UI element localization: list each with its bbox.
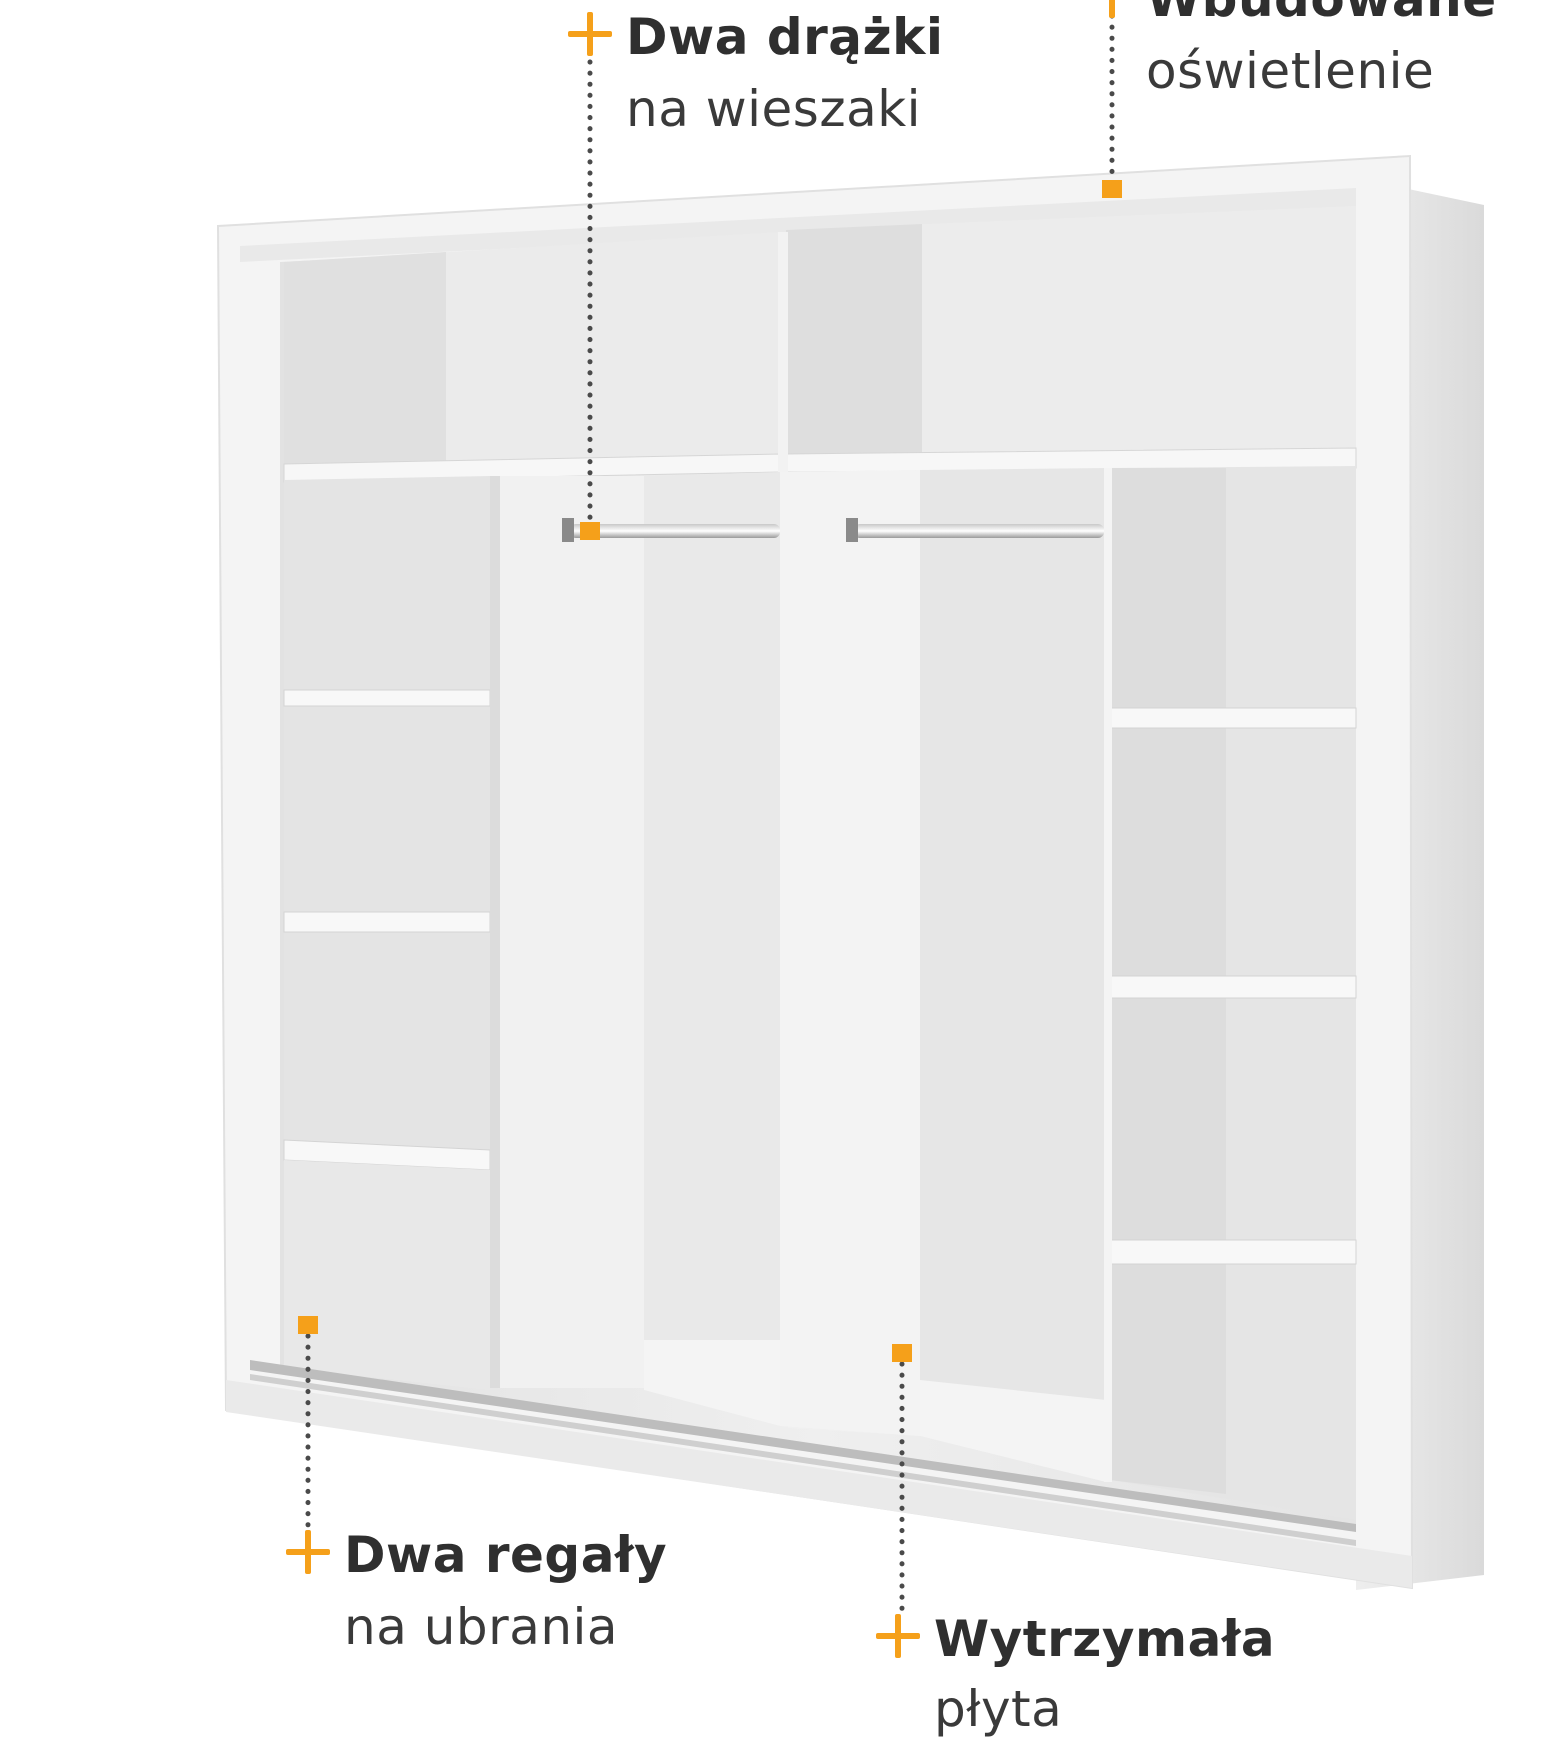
right-hanging-rail — [854, 524, 1104, 538]
callout-markers — [298, 180, 1122, 1362]
shelves-marker — [298, 1316, 318, 1334]
plus-icon — [568, 12, 612, 56]
hanging-section — [644, 468, 1106, 1482]
left-hanging-rail — [570, 524, 780, 538]
callout-title: Wbudowane — [1146, 0, 1497, 24]
hanging-rails — [562, 518, 1104, 542]
callout-subtitle: oświetlenie — [1146, 42, 1435, 100]
sliding-track — [250, 1360, 1356, 1546]
right-shelving-unit — [1104, 466, 1357, 1520]
plus-icon — [286, 1530, 330, 1574]
left-shelving-unit — [283, 476, 644, 1390]
plus-icon — [876, 1614, 920, 1658]
callout-title: Wytrzymała — [934, 1610, 1276, 1668]
board-marker — [892, 1344, 912, 1362]
plus-icon — [1090, 0, 1134, 18]
callout-subtitle: płyta — [934, 1680, 1063, 1738]
callout-title: Dwa drążki — [626, 8, 944, 66]
lighting-marker — [1102, 180, 1122, 198]
top-compartments — [283, 206, 1357, 483]
rails-marker — [580, 522, 600, 540]
callout-title: Dwa regały — [344, 1526, 668, 1584]
callout-subtitle: na wieszaki — [626, 80, 922, 138]
callout-subtitle: na ubrania — [344, 1598, 619, 1656]
callout-leaders — [305, 13, 1115, 1621]
